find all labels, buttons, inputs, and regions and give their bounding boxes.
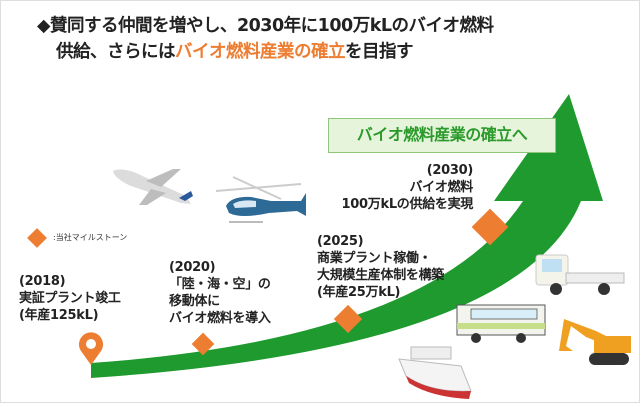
milestone-year: (2025) — [317, 234, 364, 249]
milestone-2018: (2018) 実証プラント竣工 (年産125kL) — [19, 273, 121, 324]
milestone-line: バイオ燃料を導入 — [169, 311, 271, 326]
milestone-line: バイオ燃料 — [409, 180, 473, 195]
excavator-icon — [559, 319, 631, 365]
headline-highlight: バイオ燃料産業の確立 — [175, 42, 346, 62]
milestone-line: 商業プラント稼働・ — [317, 251, 432, 266]
map-pin-icon — [79, 332, 103, 365]
milestone-2030: (2030) バイオ燃料 100万kLの供給を実現 — [301, 162, 474, 213]
goal-label: バイオ燃料産業の確立へ — [328, 118, 556, 153]
headline-line2-post: を目指す — [345, 42, 414, 62]
headline: ◆賛同する仲間を増やし、2030年に100万kLのバイオ燃料 供給、さらにはバイ… — [37, 13, 494, 65]
milestone-line: 「陸・海・空」の — [169, 277, 271, 292]
milestone-line: 100万kLの供給を実現 — [341, 197, 474, 212]
helicopter-icon — [215, 176, 306, 223]
milestone-line: (年産25万kL) — [317, 285, 401, 300]
milestone-line: 実証プラント竣工 — [19, 291, 121, 306]
airplane-icon — [113, 169, 193, 205]
milestone-line: 大規模生産体制を構築 — [317, 268, 445, 283]
headline-line2: 供給、さらにはバイオ燃料産業の確立を目指す — [37, 39, 493, 65]
legend-text: :当社マイルストーン — [53, 233, 128, 242]
milestone-line: (年産125kL) — [19, 308, 99, 323]
headline-line1: ◆賛同する仲間を増やし、2030年に100万kLのバイオ燃料 — [37, 16, 494, 36]
truck-icon — [535, 254, 625, 295]
milestone-year: (2020) — [169, 260, 216, 275]
bus-icon — [456, 304, 546, 343]
milestone-2025: (2025) 商業プラント稼働・ 大規模生産体制を構築 (年産25万kL) — [317, 233, 444, 301]
milestone-year: (2030) — [426, 163, 474, 178]
milestone-line: 移動体に — [169, 294, 220, 309]
milestone-year: (2018) — [19, 274, 66, 289]
milestone-2020: (2020) 「陸・海・空」の 移動体に バイオ燃料を導入 — [169, 259, 271, 327]
ship-icon — [398, 346, 472, 399]
headline-line2-pre: 供給、さらには — [56, 42, 176, 62]
